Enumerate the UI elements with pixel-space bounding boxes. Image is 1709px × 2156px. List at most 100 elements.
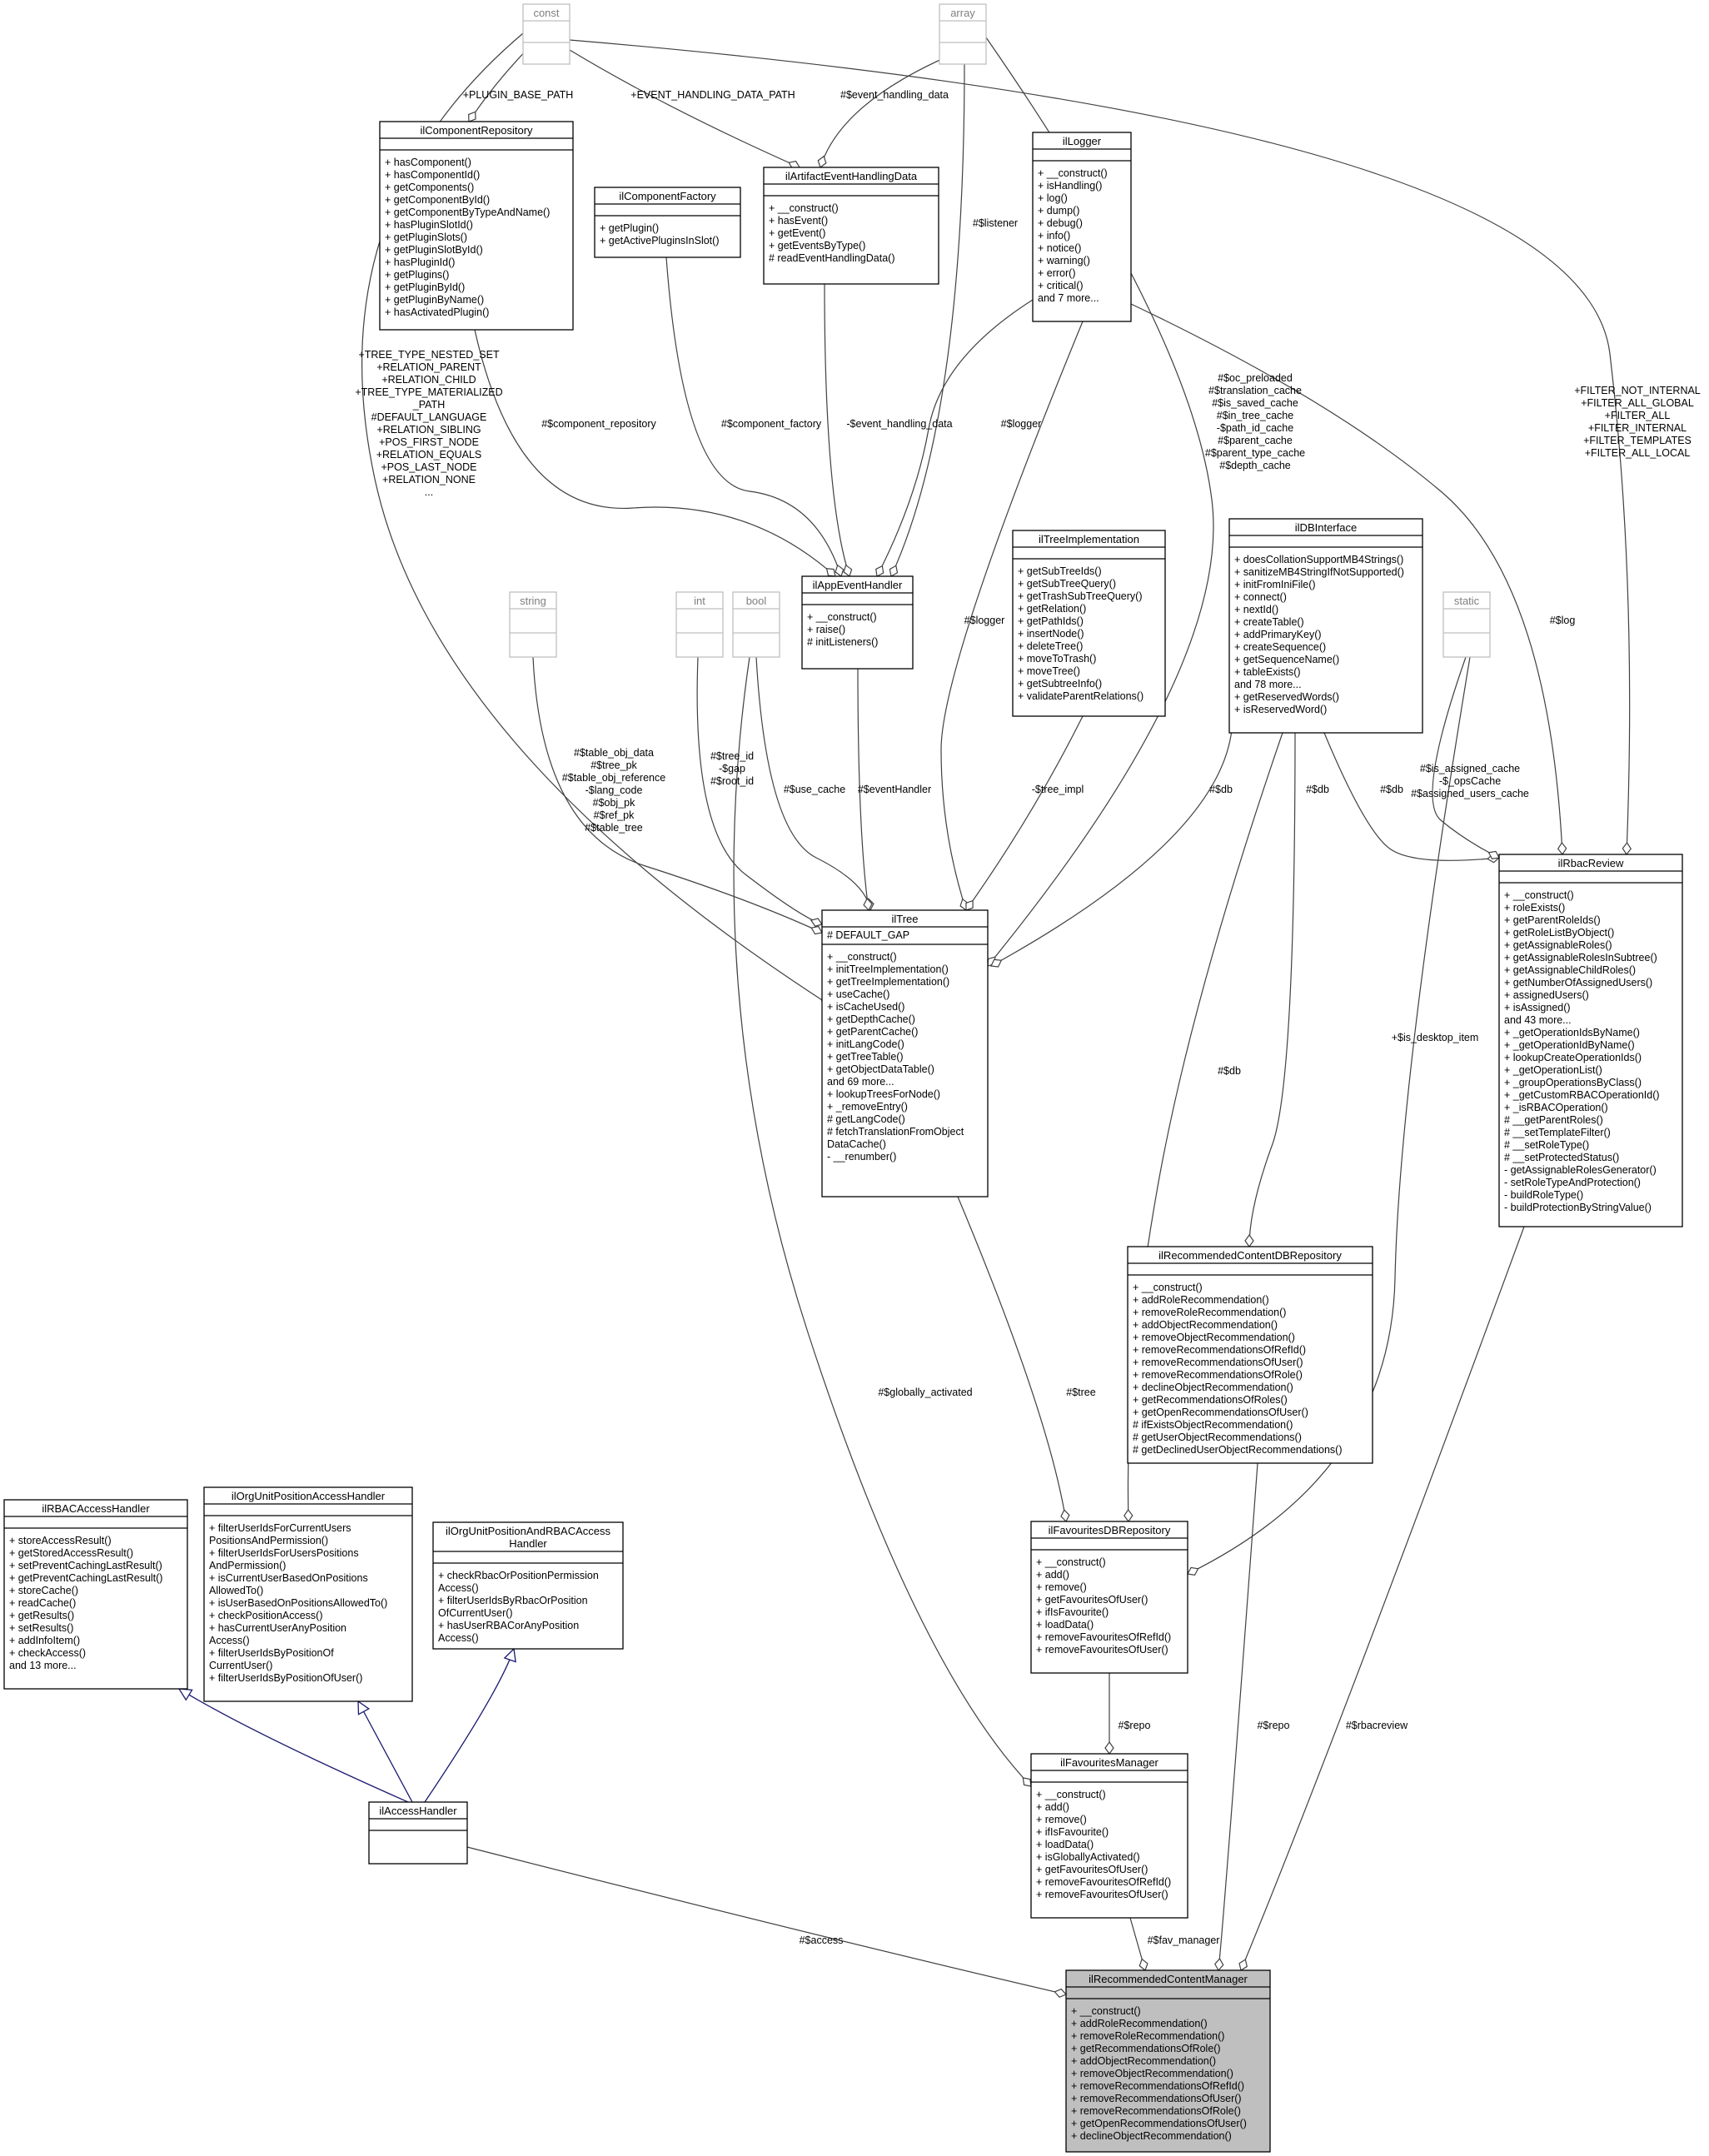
- class-ilArtifactEventHandlingData[interactable]: ilArtifactEventHandlingData+ __construct…: [763, 167, 939, 285]
- class-method: + getAssignableRoles(): [1504, 939, 1612, 951]
- class-static[interactable]: static: [1442, 591, 1491, 658]
- class-ilFavouritesDBRepository[interactable]: ilFavouritesDBRepository+ __construct()+…: [1030, 1521, 1188, 1674]
- class-method: + getComponentById(): [385, 194, 490, 206]
- class-method: + removeFavouritesOfRefId(): [1036, 1876, 1171, 1888]
- class-method: + getNumberOfAssignedUsers(): [1504, 977, 1652, 988]
- class-method: + removeFavouritesOfRefId(): [1036, 1631, 1171, 1643]
- edges-layer: [177, 27, 1632, 1999]
- class-method: + getDepthCache(): [827, 1013, 915, 1025]
- class-ilRecommendedContentManager[interactable]: ilRecommendedContentManager+ __construct…: [1065, 1969, 1271, 2153]
- class-ilRBACAccessHandler[interactable]: ilRBACAccessHandler+ storeAccessResult()…: [3, 1499, 188, 1690]
- class-method: + remove(): [1036, 1581, 1087, 1593]
- class-int[interactable]: int: [675, 591, 724, 658]
- class-ilDBInterface[interactable]: ilDBInterface+ doesCollationSupportMB4St…: [1228, 518, 1423, 734]
- edge-label-line: +PLUGIN_BASE_PATH: [463, 89, 574, 101]
- edge-db-rcdb-diamond: [1244, 1233, 1254, 1248]
- class-method: + __construct(): [1038, 167, 1108, 179]
- class-const[interactable]: const: [522, 3, 570, 65]
- class-ilFavouritesManager[interactable]: ilFavouritesManager+ __construct()+ add(…: [1030, 1753, 1188, 1919]
- inherit-orgunit-position-access-handler-line: [357, 1700, 413, 1803]
- class-method: + _getOperationList(): [1504, 1064, 1602, 1076]
- class-method: + getPathIds(): [1018, 615, 1084, 627]
- class-method: + filterUserIdsForCurrentUsers: [209, 1522, 351, 1534]
- class-ilOrgUnitPositionAccessHandler[interactable]: ilOrgUnitPositionAccessHandler+ filterUs…: [203, 1486, 413, 1702]
- edge-label-line: +FILTER_ALL_LOCAL: [1585, 447, 1691, 459]
- class-ilRbacReview[interactable]: ilRbacReview+ __construct()+ roleExists(…: [1498, 854, 1683, 1227]
- class-box: [1498, 854, 1683, 1227]
- class-method: + lookupCreateOperationIds(): [1504, 1052, 1642, 1063]
- edge-filter-consts-diamond: [1622, 841, 1632, 856]
- edge-fav-manager: [1129, 1917, 1148, 1971]
- edge-label-event_handler: #$eventHandler: [858, 784, 931, 795]
- edge-label-line: #$tree: [1066, 1387, 1095, 1398]
- class-method: + checkPositionAccess(): [209, 1610, 323, 1621]
- class-method: - __renumber(): [827, 1151, 896, 1163]
- class-method: + raise(): [807, 624, 845, 635]
- class-method: + _isRBACOperation(): [1504, 1102, 1608, 1113]
- edge-tree-fav-diamond: [1060, 1509, 1070, 1523]
- edge-label-line: #$component_repository: [541, 418, 656, 430]
- class-box: [939, 3, 987, 65]
- edge-label-line: +FILTER_ALL: [1605, 410, 1671, 421]
- class-box: [1032, 132, 1132, 322]
- class-method: + getRecommendationsOfRoles(): [1133, 1394, 1288, 1406]
- class-attribute: # DEFAULT_GAP: [827, 929, 909, 941]
- class-string[interactable]: string: [509, 591, 557, 658]
- edge-label-line: #DEFAULT_LANGUAGE: [371, 411, 487, 423]
- class-method: + initLangCode(): [827, 1038, 904, 1050]
- edge-label-tree_consts: +TREE_TYPE_NESTED_SET+RELATION_PARENT+RE…: [355, 349, 502, 498]
- class-method: + filterUserIdsByPositionOfUser(): [209, 1672, 362, 1684]
- class-array[interactable]: array: [939, 3, 987, 65]
- edge-event-handling-data-path: [569, 49, 800, 170]
- edge-label-logger_tree: #$logger: [964, 615, 1005, 626]
- class-ilComponentFactory[interactable]: ilComponentFactory+ getPlugin()+ getActi…: [594, 187, 741, 258]
- class-ilComponentRepository[interactable]: ilComponentRepository+ hasComponent()+ h…: [379, 121, 574, 331]
- class-method: + filterUserIdsForUsersPositions: [209, 1547, 359, 1559]
- class-method: # readEventHandlingData(): [769, 252, 894, 264]
- edge-label-tree_caches: #$oc_preloaded#$translation_cache#$is_sa…: [1205, 372, 1305, 471]
- class-method: # ifExistsObjectRecommendation(): [1133, 1419, 1293, 1431]
- class-method: + __construct(): [1504, 889, 1574, 901]
- class-box: [522, 3, 570, 65]
- class-method: + getOpenRecommendationsOfUser(): [1071, 2118, 1247, 2129]
- class-method: # getLangCode(): [827, 1113, 905, 1125]
- class-method: + getSequenceName(): [1234, 654, 1339, 665]
- edge-label-line: +FILTER_ALL_GLOBAL: [1581, 397, 1694, 409]
- class-ilTree[interactable]: ilTree# DEFAULT_GAP+ __construct()+ init…: [821, 909, 989, 1198]
- class-box: [1442, 591, 1491, 658]
- class-method: + getSubTreeQuery(): [1018, 578, 1116, 590]
- edge-label-component_factory: #$component_factory: [721, 418, 822, 430]
- class-method: + getTreeTable(): [827, 1051, 904, 1063]
- edge-label-repo_fav: #$repo: [1119, 1720, 1151, 1731]
- class-bool[interactable]: bool: [732, 591, 780, 658]
- class-name: ilLogger: [1063, 135, 1102, 147]
- edge-label-tree_impl: -$tree_impl: [1032, 784, 1084, 795]
- edge-label-line: +POS_LAST_NODE: [381, 461, 477, 473]
- class-ilTreeImplementation[interactable]: ilTreeImplementation+ getSubTreeIds()+ g…: [1012, 530, 1166, 717]
- edge-tree-strings-diamond: [810, 925, 823, 935]
- class-ilRecommendedContentDBRepository[interactable]: ilRecommendedContentDBRepository+ __cons…: [1127, 1246, 1373, 1464]
- edge-label-tree_fav: #$tree: [1066, 1387, 1095, 1398]
- class-ilAppEventHandler[interactable]: ilAppEventHandler+ __construct()+ raise(…: [801, 575, 914, 670]
- edge-db-rcdb: [1244, 732, 1296, 1248]
- class-method: + removeRecommendationsOfUser(): [1071, 2093, 1242, 2104]
- class-method: + __construct(): [827, 951, 897, 963]
- edge-access: [466, 1846, 1068, 1999]
- edge-label-line: +POS_FIRST_NODE: [379, 436, 479, 448]
- class-method: + getRecommendationsOfRole(): [1071, 2043, 1221, 2054]
- edge-event-handling-data: [817, 49, 964, 168]
- edge-label-is_desktop_item: +$is_desktop_item: [1392, 1032, 1479, 1043]
- class-method: + _getOperationIdsByName(): [1504, 1027, 1640, 1038]
- inherit-orgunit-position-access-handler-arrowhead: [357, 1700, 371, 1715]
- class-ilLogger[interactable]: ilLogger+ __construct()+ isHandling()+ l…: [1032, 132, 1132, 322]
- edge-label-line: #$ref_pk: [594, 809, 635, 821]
- class-method: + getPluginByName(): [385, 294, 484, 306]
- class-method: + __construct(): [1071, 2005, 1141, 2017]
- class-method: AndPermission(): [209, 1560, 286, 1571]
- edge-tree-impl-diamond: [965, 899, 974, 911]
- class-box: [1228, 518, 1423, 734]
- class-ilAccessHandler[interactable]: ilAccessHandler: [368, 1801, 468, 1865]
